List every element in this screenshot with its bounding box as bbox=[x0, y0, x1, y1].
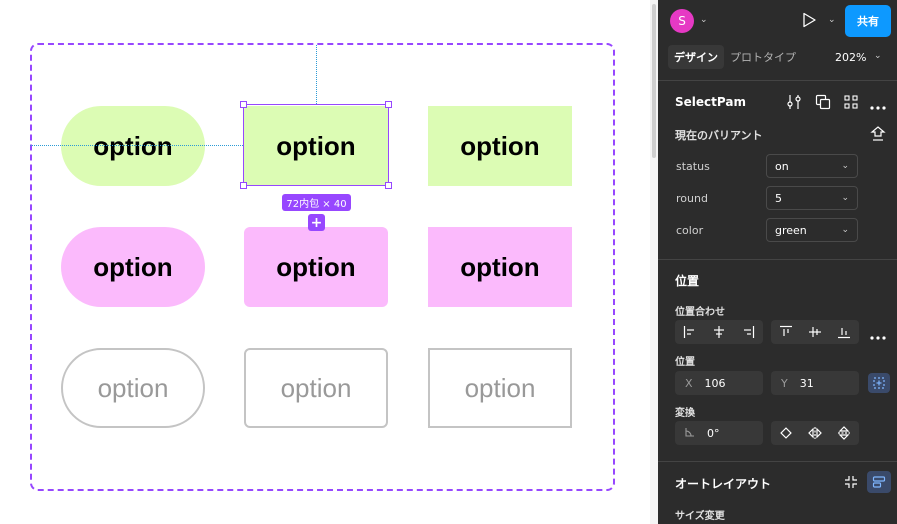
align-top-icon[interactable] bbox=[772, 320, 800, 344]
chevron-down-icon[interactable]: ⌄ bbox=[700, 15, 708, 25]
chevron-down-icon: ⌄ bbox=[841, 193, 849, 203]
divider bbox=[658, 461, 897, 462]
resize-handle-bottom-left[interactable] bbox=[240, 182, 247, 189]
constraints-icon[interactable] bbox=[868, 373, 890, 393]
more-icon[interactable] bbox=[870, 330, 886, 343]
resize-handle-bottom-right[interactable] bbox=[385, 182, 392, 189]
selection-box[interactable] bbox=[243, 104, 389, 186]
rotate-icon[interactable] bbox=[772, 421, 800, 445]
property-dropdown-color[interactable]: green ⌄ bbox=[766, 218, 858, 242]
variant-option-outline-pill[interactable]: option bbox=[61, 348, 205, 428]
auto-layout-section-title: オートレイアウト bbox=[675, 477, 772, 491]
grid-icon[interactable] bbox=[844, 95, 858, 112]
spacing-guide-horizontal bbox=[30, 145, 243, 146]
play-icon[interactable] bbox=[801, 12, 817, 31]
align-right-icon[interactable] bbox=[734, 320, 762, 344]
align-h-center-icon[interactable] bbox=[705, 320, 733, 344]
resize-label: サイズ変更 bbox=[675, 511, 725, 522]
spacing-guide-vertical bbox=[316, 45, 317, 104]
variant-option-outline-rounded[interactable]: option bbox=[244, 348, 388, 428]
share-button[interactable]: 共有 bbox=[845, 5, 891, 37]
variant-option-outline-square[interactable]: option bbox=[428, 348, 572, 428]
chevron-down-icon[interactable]: ⌄ bbox=[828, 15, 836, 25]
selection-size-badge: 72内包 × 40 bbox=[282, 194, 351, 211]
transform-button-group bbox=[771, 421, 859, 445]
alignment-label: 位置合わせ bbox=[675, 307, 725, 318]
scrollbar-thumb[interactable] bbox=[652, 4, 656, 158]
position-section-title: 位置 bbox=[675, 274, 700, 288]
rotation-icon bbox=[685, 427, 695, 440]
instance-icon[interactable] bbox=[815, 94, 831, 113]
y-key: Y bbox=[781, 376, 788, 390]
align-left-icon[interactable] bbox=[676, 320, 704, 344]
tab-design[interactable]: デザイン bbox=[668, 45, 724, 69]
chevron-down-icon: ⌄ bbox=[841, 225, 849, 235]
zoom-level[interactable]: 202% bbox=[835, 50, 867, 64]
property-dropdown-status[interactable]: on ⌄ bbox=[766, 154, 858, 178]
variant-option-pink-rounded[interactable]: option bbox=[244, 227, 388, 307]
canvas-scrollbar[interactable] bbox=[650, 0, 658, 524]
variant-option-pink-square[interactable]: option bbox=[428, 227, 572, 307]
property-label-round: round bbox=[676, 192, 708, 205]
y-position-field[interactable]: Y 31 bbox=[771, 371, 859, 395]
property-label-status: status bbox=[676, 160, 710, 173]
x-position-field[interactable]: X 106 bbox=[675, 371, 763, 395]
more-icon[interactable] bbox=[870, 100, 886, 113]
dropdown-value: 5 bbox=[775, 191, 782, 205]
property-dropdown-round[interactable]: 5 ⌄ bbox=[766, 186, 858, 210]
add-variant-button[interactable]: + bbox=[308, 214, 325, 231]
properties-panel: S ⌄ ⌄ 共有 デザイン プロトタイプ 202% ⌄ SelectPam 現在… bbox=[658, 0, 897, 524]
auto-layout-icon[interactable] bbox=[867, 471, 891, 493]
collapse-icon[interactable] bbox=[844, 475, 858, 492]
tab-prototype[interactable]: プロトタイプ bbox=[730, 51, 796, 64]
property-label-color: color bbox=[676, 224, 704, 237]
align-v-center-icon[interactable] bbox=[801, 320, 829, 344]
user-avatar[interactable]: S bbox=[670, 9, 694, 33]
adjust-icon[interactable] bbox=[787, 94, 801, 113]
current-variant-label: 現在のバリアント bbox=[675, 129, 763, 142]
chevron-down-icon[interactable]: ⌄ bbox=[874, 51, 882, 61]
flip-v-icon[interactable] bbox=[830, 421, 858, 445]
x-value: 106 bbox=[704, 376, 726, 390]
dropdown-value: green bbox=[775, 223, 807, 237]
horizontal-alignment-group bbox=[675, 320, 763, 344]
variant-option-pink-pill[interactable]: option bbox=[61, 227, 205, 307]
divider bbox=[658, 80, 897, 81]
resize-handle-top-right[interactable] bbox=[385, 101, 392, 108]
position-label: 位置 bbox=[675, 357, 695, 368]
align-bottom-icon[interactable] bbox=[830, 320, 858, 344]
component-set-frame[interactable] bbox=[30, 43, 615, 491]
reset-icon[interactable] bbox=[870, 126, 886, 145]
transform-label: 変換 bbox=[675, 408, 695, 419]
variant-option-green-square[interactable]: option bbox=[428, 106, 572, 186]
resize-handle-top-left[interactable] bbox=[240, 101, 247, 108]
x-key: X bbox=[685, 376, 693, 390]
divider bbox=[658, 259, 897, 260]
y-value: 31 bbox=[799, 376, 814, 390]
rotation-field[interactable]: 0° bbox=[675, 421, 763, 445]
component-name: SelectPam bbox=[675, 95, 746, 109]
dropdown-value: on bbox=[775, 159, 789, 173]
rotation-value: 0° bbox=[707, 426, 720, 440]
design-canvas[interactable]: option option option option option optio… bbox=[0, 0, 650, 524]
flip-h-icon[interactable] bbox=[801, 421, 829, 445]
chevron-down-icon: ⌄ bbox=[841, 161, 849, 171]
variant-option-green-pill[interactable]: option bbox=[61, 106, 205, 186]
vertical-alignment-group bbox=[771, 320, 859, 344]
variant-option-green-rounded[interactable]: option bbox=[244, 106, 388, 186]
